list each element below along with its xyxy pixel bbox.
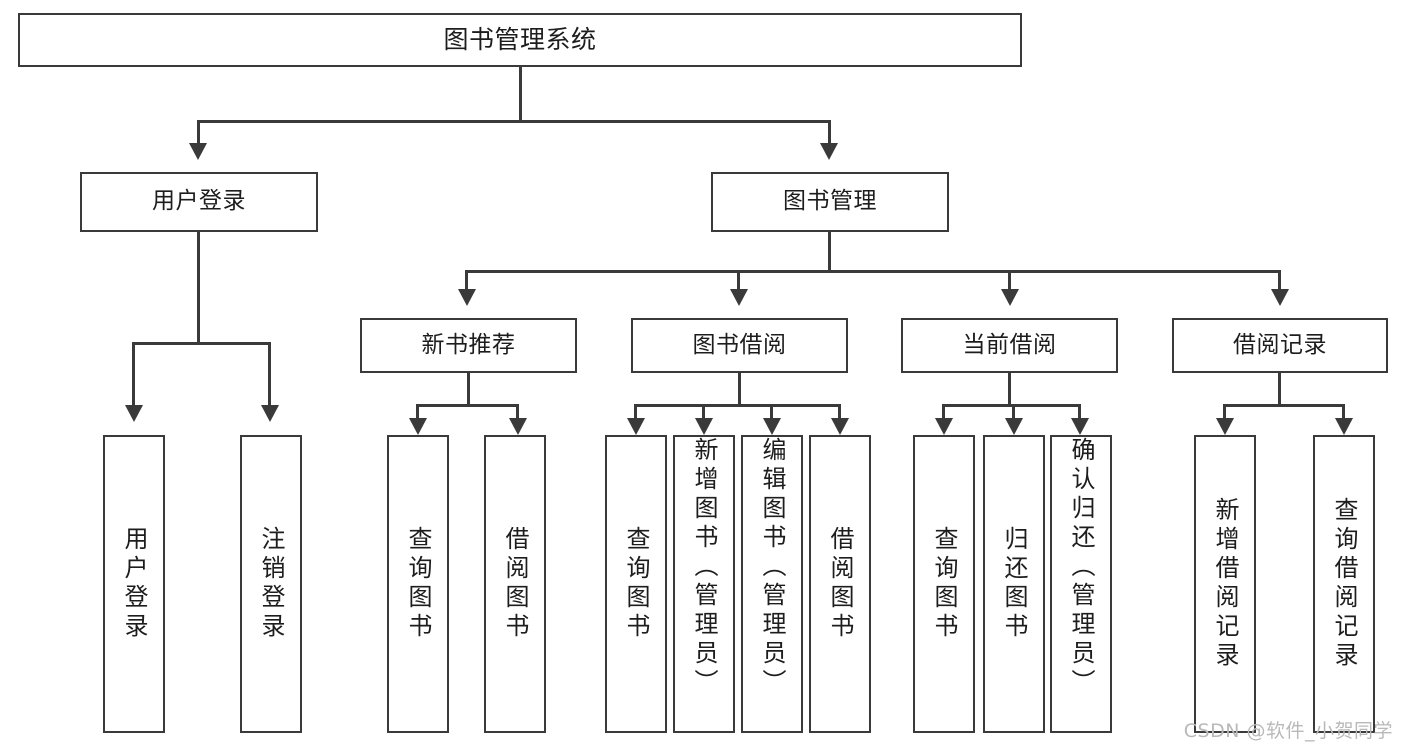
connector-to-new-book-recommend xyxy=(465,270,468,292)
node-label: 查询图书 xyxy=(930,526,958,642)
node-label: 确认归还（管理员） xyxy=(1067,437,1095,698)
arrowhead-leaf-book-borrow-2 xyxy=(695,418,713,435)
node-label: 借阅图书 xyxy=(501,526,529,642)
node-label: 新增图书（管理员） xyxy=(690,437,718,698)
leaf-borrow-book-recommend[interactable]: 借阅图书 xyxy=(484,435,546,733)
leaf-query-book-recommend[interactable]: 查询图书 xyxy=(387,435,449,733)
leaf-borrow-book[interactable]: 借阅图书 xyxy=(809,435,871,733)
node-label: 查询图书 xyxy=(622,526,650,642)
connector-current-borrow-trunk xyxy=(1008,373,1011,406)
node-user-login[interactable]: 用户登录 xyxy=(80,172,318,232)
connector-to-current-borrow xyxy=(1008,270,1011,292)
node-label: 用户登录 xyxy=(152,188,246,215)
leaf-add-borrow-record[interactable]: 新增借阅记录 xyxy=(1194,435,1256,733)
arrowhead-current-borrow xyxy=(1001,289,1019,306)
node-label: 图书借阅 xyxy=(692,331,787,358)
connector-book-borrow-bar xyxy=(634,404,840,407)
leaf-query-book-borrow[interactable]: 查询图书 xyxy=(605,435,667,733)
connector-to-user-login xyxy=(197,120,200,146)
connector-book-borrow-leaf-3 xyxy=(770,404,773,422)
arrowhead-leaf-borrow-record-1 xyxy=(1216,418,1234,435)
connector-current-borrow-bar xyxy=(942,404,1081,407)
connector-level3-bar xyxy=(465,270,1280,273)
leaf-query-borrow-record[interactable]: 查询借阅记录 xyxy=(1313,435,1375,733)
connector-level2-bar xyxy=(197,120,831,123)
leaf-user-login[interactable]: 用户登录 xyxy=(103,435,165,733)
arrowhead-book-management xyxy=(820,143,838,160)
leaf-query-book-current[interactable]: 查询图书 xyxy=(913,435,975,733)
arrowhead-leaf-borrow-record-2 xyxy=(1335,418,1353,435)
arrowhead-leaf-user-login-2 xyxy=(261,405,279,422)
node-label: 图书管理系统 xyxy=(443,25,597,55)
leaf-return-book[interactable]: 归还图书 xyxy=(983,435,1045,733)
connector-new-book-leaf-1 xyxy=(416,404,419,422)
connector-to-book-management xyxy=(828,120,831,146)
connector-borrow-record-leaf-1 xyxy=(1223,404,1226,422)
leaf-add-book-admin[interactable]: 新增图书（管理员） xyxy=(673,435,735,733)
connector-book-borrow-leaf-4 xyxy=(838,404,841,422)
arrowhead-leaf-book-borrow-3 xyxy=(763,418,781,435)
node-book-management[interactable]: 图书管理 xyxy=(711,172,949,232)
node-label: 编辑图书（管理员） xyxy=(758,437,786,698)
arrowhead-leaf-new-book-2 xyxy=(509,418,527,435)
node-label: 图书管理 xyxy=(783,188,877,215)
arrowhead-new-book-recommend xyxy=(458,289,476,306)
connector-current-borrow-leaf-1 xyxy=(942,404,945,422)
node-label: 查询图书 xyxy=(404,526,432,642)
node-borrow-record[interactable]: 借阅记录 xyxy=(1172,318,1388,373)
connector-new-book-trunk xyxy=(467,373,470,406)
node-root-book-management-system[interactable]: 图书管理系统 xyxy=(18,13,1022,67)
node-label: 借阅图书 xyxy=(826,526,854,642)
arrowhead-leaf-current-borrow-2 xyxy=(1005,418,1023,435)
connector-user-login-leaf-1 xyxy=(132,342,135,408)
arrowhead-leaf-new-book-1 xyxy=(409,418,427,435)
node-label: 新增借阅记录 xyxy=(1211,497,1239,671)
connector-to-book-borrow xyxy=(737,270,740,292)
arrowhead-leaf-current-borrow-1 xyxy=(935,418,953,435)
node-label: 当前借阅 xyxy=(962,331,1057,358)
node-label: 注销登录 xyxy=(257,526,285,642)
connector-book-borrow-leaf-1 xyxy=(634,404,637,422)
connector-book-management-trunk xyxy=(828,232,831,272)
connector-borrow-record-trunk xyxy=(1278,373,1281,406)
arrowhead-leaf-current-borrow-3 xyxy=(1071,418,1089,435)
node-label: 归还图书 xyxy=(1000,526,1028,642)
node-book-borrow[interactable]: 图书借阅 xyxy=(631,318,848,373)
node-label: 新书推荐 xyxy=(421,331,516,358)
node-label: 用户登录 xyxy=(120,526,148,642)
connector-new-book-bar xyxy=(416,404,519,407)
connector-user-login-bar xyxy=(132,342,271,345)
connector-borrow-record-leaf-2 xyxy=(1342,404,1345,422)
arrowhead-leaf-book-borrow-1 xyxy=(627,418,645,435)
arrowhead-leaf-user-login-1 xyxy=(125,405,143,422)
arrowhead-leaf-book-borrow-4 xyxy=(831,418,849,435)
arrowhead-borrow-record xyxy=(1271,289,1289,306)
node-label: 借阅记录 xyxy=(1233,331,1327,358)
connector-user-login-trunk xyxy=(197,232,200,345)
connector-to-borrow-record xyxy=(1278,270,1281,292)
node-new-book-recommend[interactable]: 新书推荐 xyxy=(360,318,577,373)
connector-new-book-leaf-2 xyxy=(516,404,519,422)
watermark-text: CSDN @软件_小贺同学 xyxy=(1183,720,1393,742)
connector-user-login-leaf-2 xyxy=(268,342,271,408)
connector-root-trunk xyxy=(519,67,522,120)
connector-borrow-record-bar xyxy=(1223,404,1345,407)
connector-book-borrow-trunk xyxy=(738,373,741,406)
connector-current-borrow-leaf-2 xyxy=(1012,404,1015,422)
leaf-confirm-return-admin[interactable]: 确认归还（管理员） xyxy=(1050,435,1112,733)
connector-book-borrow-leaf-2 xyxy=(702,404,705,422)
node-current-borrow[interactable]: 当前借阅 xyxy=(901,318,1118,373)
arrowhead-book-borrow xyxy=(730,289,748,306)
node-label: 查询借阅记录 xyxy=(1330,497,1358,671)
connector-current-borrow-leaf-3 xyxy=(1078,404,1081,422)
arrowhead-user-login xyxy=(189,143,207,160)
leaf-edit-book-admin[interactable]: 编辑图书（管理员） xyxy=(741,435,803,733)
leaf-logout[interactable]: 注销登录 xyxy=(240,435,302,733)
